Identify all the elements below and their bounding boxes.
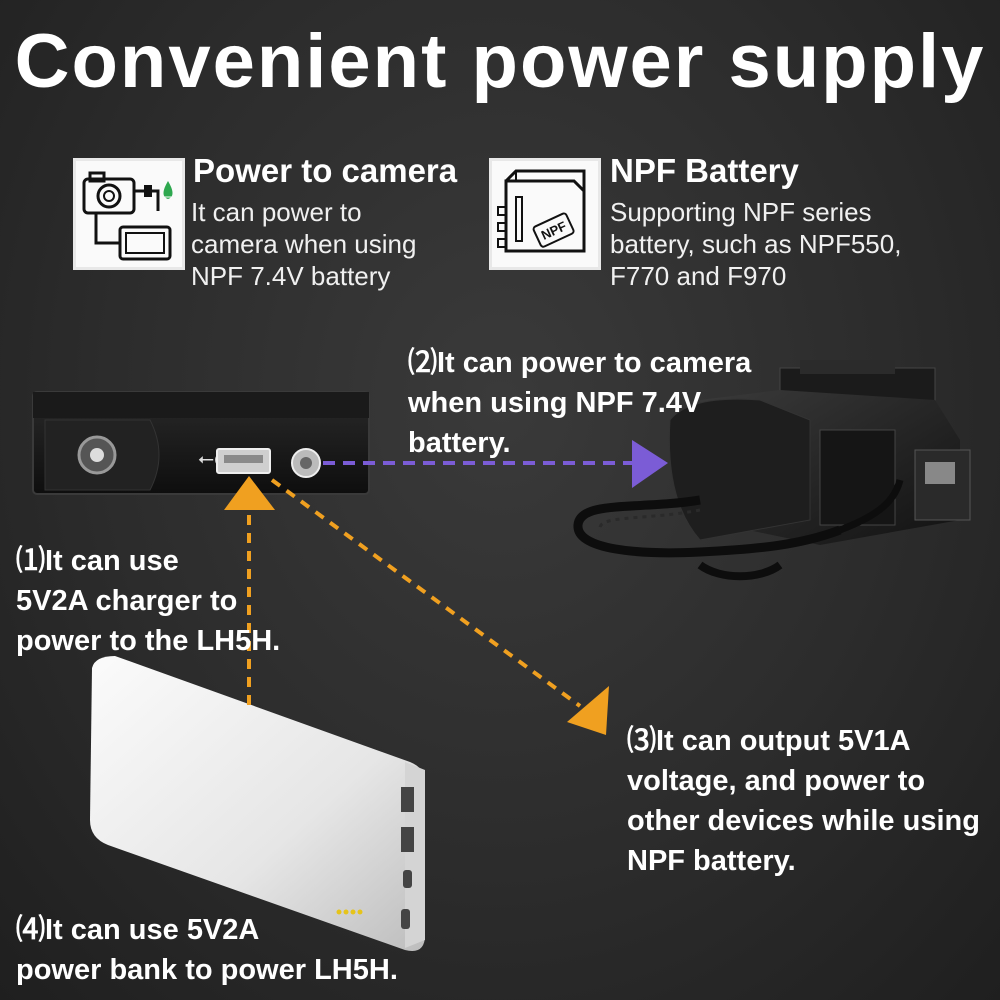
feature-heading-npf-battery: NPF Battery [610, 152, 799, 189]
callout-power-bank: ⑷It can use 5V2A power bank to power LH5… [16, 910, 398, 990]
callout-line: 5V2A charger to [16, 585, 238, 617]
callout-line: ⑷It can use 5V2A [16, 914, 260, 946]
feature-text-npf-battery: Supporting NPF series battery, such as N… [610, 196, 901, 292]
callout-line: power bank to power LH5H. [16, 954, 398, 986]
feature-line: F770 and F970 [610, 261, 787, 291]
arrow-charger [224, 476, 275, 705]
power-bank-image [90, 656, 425, 951]
callout-line: battery. [408, 427, 511, 459]
page-title: Convenient power supply [14, 19, 986, 104]
camera-image [573, 360, 971, 581]
callout-camera: ⑵It can power to camera when using NPF 7… [408, 343, 751, 463]
callout-line: ⑴It can use [16, 545, 179, 577]
callout-line: power to the LH5H. [16, 625, 281, 657]
callout-line: ⑶It can output 5V1A [627, 725, 911, 757]
callout-charger: ⑴It can use 5V2A charger to power to the… [16, 541, 280, 661]
callout-line: ⑵It can power to camera [408, 347, 752, 379]
feature-heading-power-to-camera: Power to camera [193, 152, 458, 189]
feature-text-power-to-camera: It can power to camera when using NPF 7.… [191, 196, 416, 292]
arrow-camera [323, 440, 668, 488]
bank-usb-port [401, 787, 414, 812]
camera-power-icon [73, 158, 185, 270]
bank-usb-port [401, 827, 414, 852]
callout-line: voltage, and power to [627, 765, 926, 797]
callout-line: when using NPF 7.4V [408, 387, 702, 419]
callout-line: NPF battery. [627, 845, 796, 877]
callout-line: other devices while using [627, 805, 980, 837]
feature-line: Supporting NPF series [610, 197, 872, 227]
bank-led-indicator [336, 909, 363, 915]
feature-line: camera when using [191, 229, 417, 259]
feature-line: battery, such as NPF550, [610, 229, 902, 259]
arrow-output [270, 478, 609, 735]
feature-line: NPF 7.4V battery [191, 261, 391, 291]
feature-line: It can power to [191, 197, 362, 227]
npf-battery-icon: NPF [489, 158, 601, 270]
callout-output: ⑶It can output 5V1A voltage, and power t… [627, 721, 980, 881]
lh5h-device: ⭠● [32, 391, 370, 495]
